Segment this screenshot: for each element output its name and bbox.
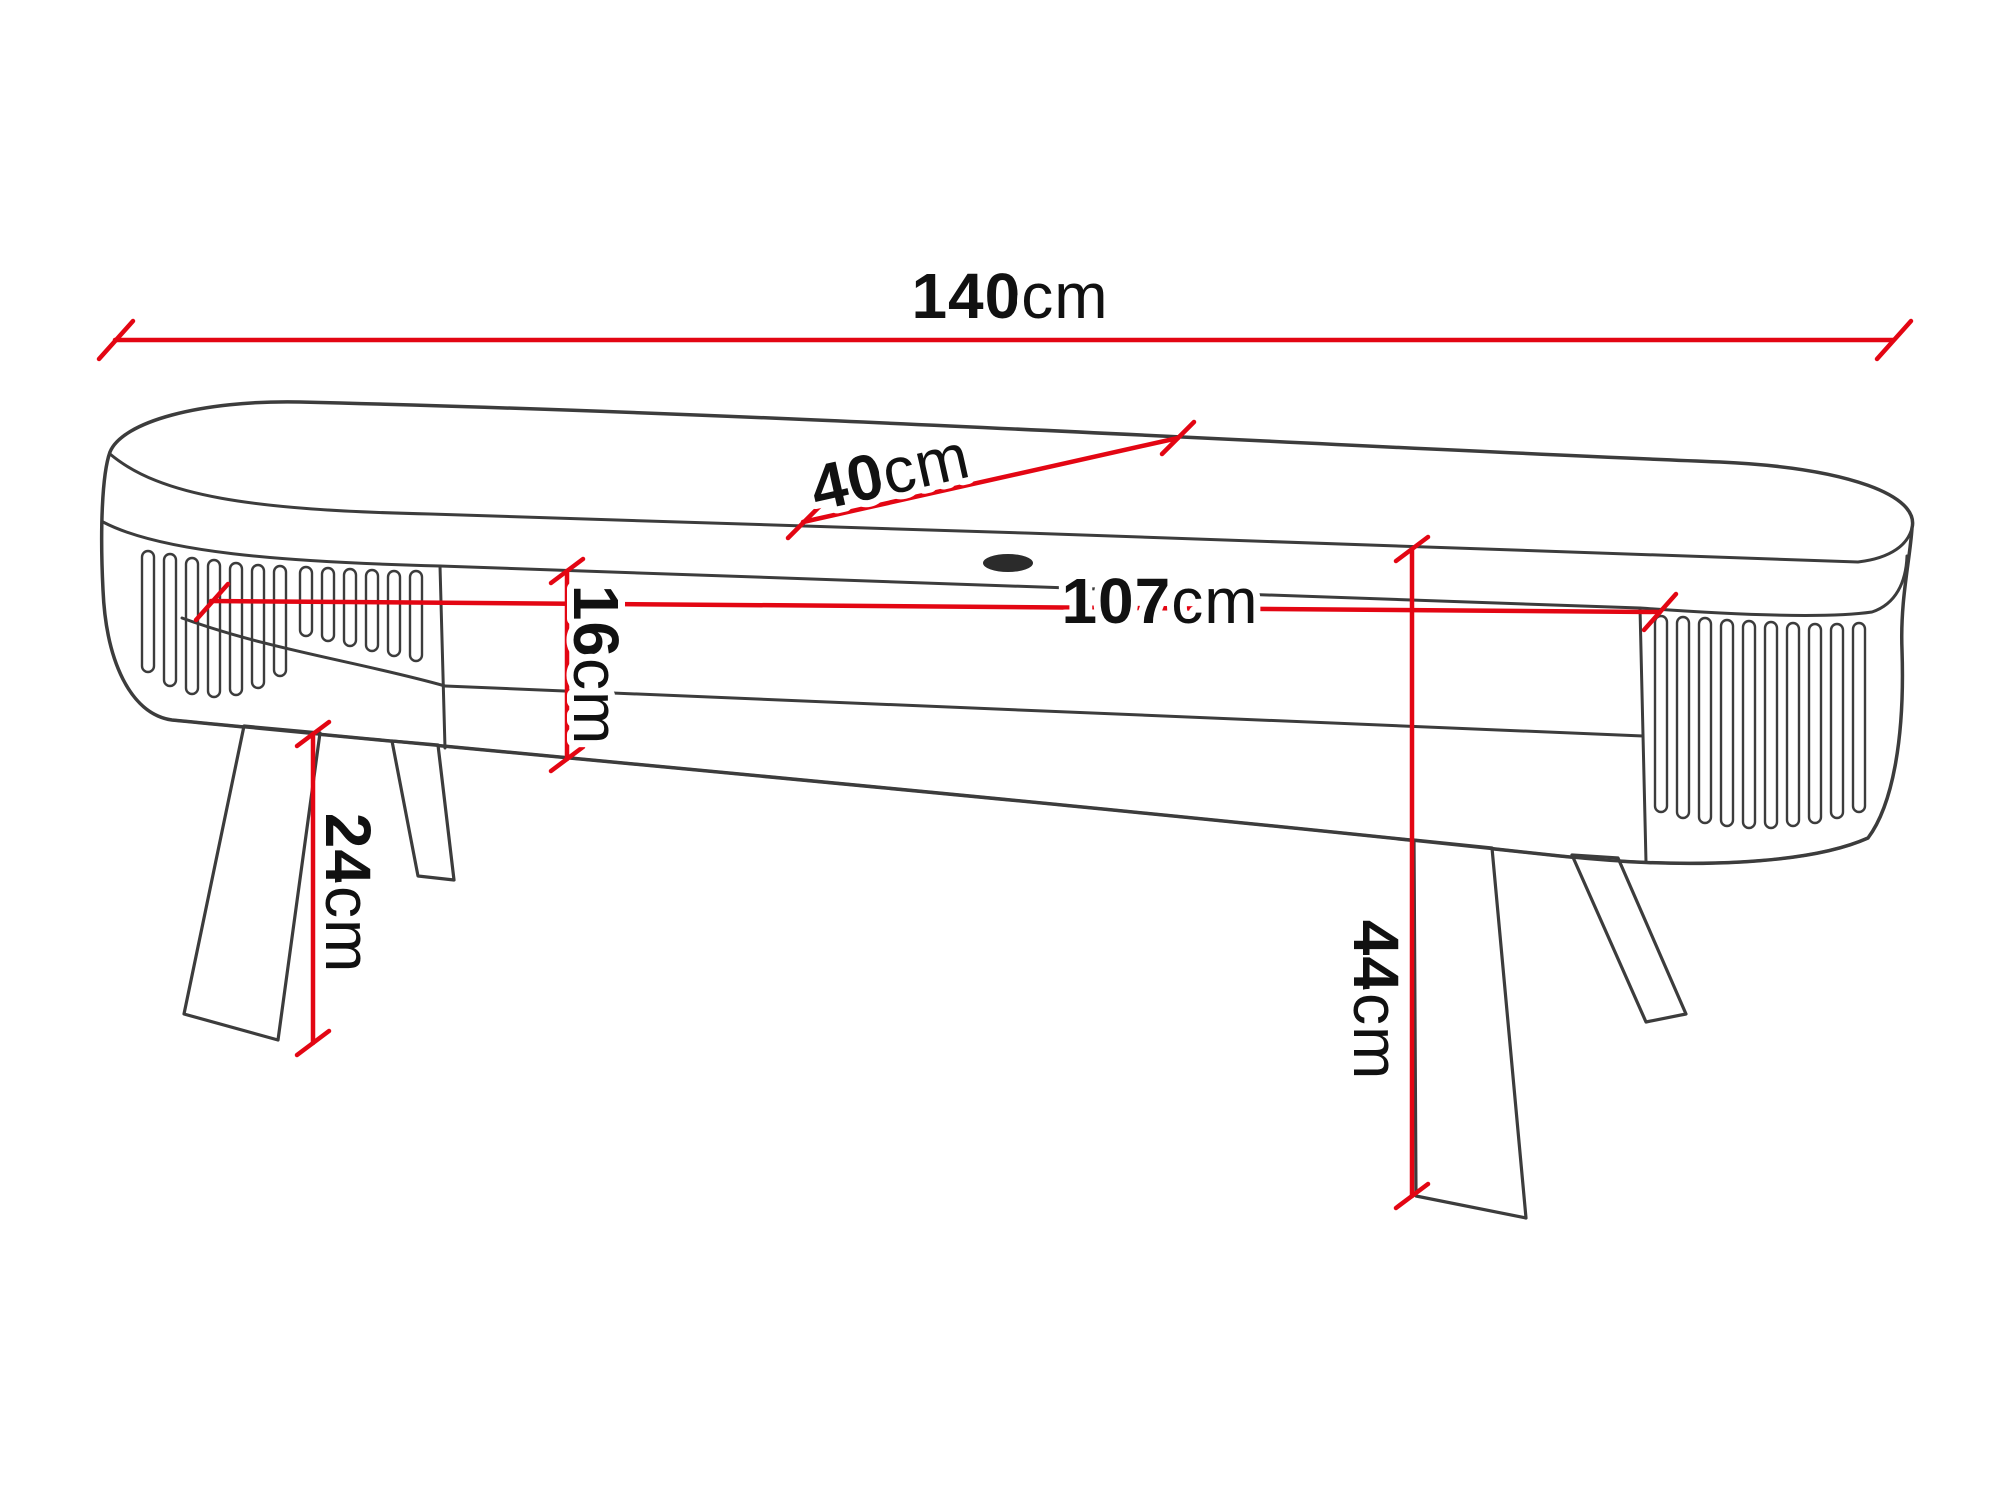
dimension-tick [1159,419,1197,457]
dimension-tick [193,581,231,623]
slat [342,567,358,648]
dimension-leg-height-24 [294,719,332,1058]
slat [1675,615,1691,820]
slat [1697,616,1713,825]
slat [364,568,380,653]
niche-left-wall [438,564,447,750]
slat [1653,614,1669,814]
rear-right-leg [1570,853,1688,1024]
legs [182,724,1688,1220]
dimension-tick [1393,534,1431,564]
dimension-unit: cm [1340,993,1412,1080]
dimension-value: 140 [911,260,1021,332]
left-slat-panel [140,549,424,699]
dimension-tick [1874,318,1914,362]
dimension-value: 107 [1061,565,1171,637]
dimension-tick [1393,1181,1431,1211]
dimension-total-height-44 [1393,534,1431,1211]
dimension-line [208,598,1663,615]
slat [1807,622,1823,825]
dimension-unit: cm [312,886,384,973]
slat [162,552,178,688]
dimension-label-opening-height: 16cm [560,585,632,746]
dimension-tick [548,744,586,774]
rear-left-leg [390,739,456,882]
dimension-depth-40 [785,419,1197,541]
cable-hole [983,554,1033,572]
body-bottom-edge [170,718,1870,865]
dimension-tick [96,318,136,362]
slat [272,564,288,678]
slat [320,566,336,643]
dimension-tick [1641,591,1679,633]
interior-floor-arc [180,616,447,688]
tabletop-front-edge [108,452,1914,564]
dimension-value: 44 [1340,920,1412,993]
dimension-tick [785,503,823,541]
dimension-inner-width-107 [193,581,1679,633]
right-slat-panel [1653,614,1867,830]
front-left-leg [182,724,322,1042]
dimension-line [800,435,1181,525]
front-right-leg [1412,838,1528,1220]
slat [184,556,200,696]
dimension-label-total-height: 44cm [1340,920,1412,1081]
dimension-tick [548,556,586,586]
dimension-label-inner-width: 107cm [1061,565,1258,637]
dimension-value: 16 [560,585,632,658]
dimension-width-140 [96,318,1914,362]
slat [1785,621,1801,828]
slat [386,569,402,658]
dimension-value: 24 [312,813,384,886]
dimension-opening-height-16 [548,556,586,774]
shelf-front-edge [443,684,1645,738]
slat [228,561,244,697]
slat [250,563,266,690]
dimension-label-leg-height: 24cm [312,813,384,974]
dimension-unit: cm [1021,260,1108,332]
dimension-label-width: 140cm [911,260,1108,332]
top-rim-bottom-edge [101,520,1909,617]
dimension-unit: cm [1171,565,1258,637]
slat [1719,618,1735,828]
dimension-unit: cm [560,658,632,745]
slat [408,569,424,663]
furniture-drawing [99,400,1915,1220]
slat [1851,621,1867,814]
slat [1763,620,1779,830]
slat [1741,619,1757,830]
slat [1829,622,1845,820]
slat [140,549,156,674]
dimension-tick [294,1028,332,1058]
slat [206,558,222,699]
dimension-tick [294,719,332,749]
